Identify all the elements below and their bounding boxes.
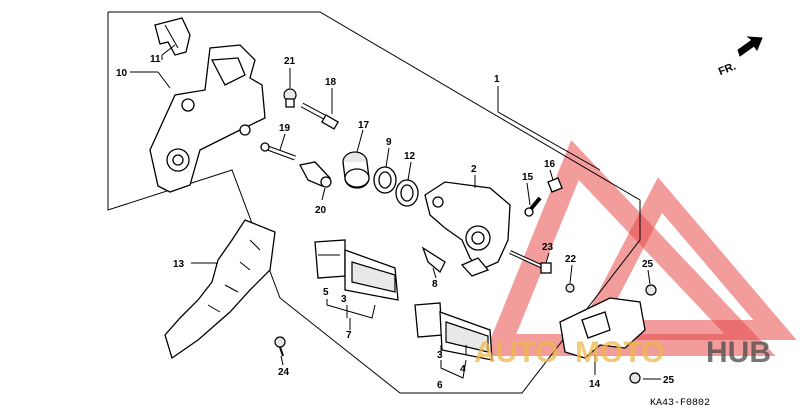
pad-set-7 (314, 239, 399, 301)
callout-15: 15 (522, 172, 534, 183)
callout-8: 8 (432, 279, 438, 290)
leader-lines (130, 44, 661, 380)
watermark-wordmark: AUTO MOTO HUB (474, 336, 771, 369)
callout-23: 23 (542, 242, 554, 253)
callout-24: 24 (278, 367, 290, 378)
pin-bolt-18 (300, 102, 339, 130)
callout-4: 4 (460, 364, 466, 375)
shim-8 (421, 246, 446, 274)
callout-17: 17 (358, 120, 370, 131)
pad-spring (154, 17, 191, 56)
plug-22 (565, 283, 575, 293)
diagram-code: KA43-F0802 (650, 398, 710, 409)
watermark-word-auto: AUTO (474, 336, 558, 369)
callout-18: 18 (325, 77, 337, 88)
callout-14: 14 (589, 379, 601, 390)
caliper-body (424, 181, 511, 277)
callout-25-lower: 25 (663, 375, 675, 386)
watermark-word-hub: HUB (706, 336, 771, 369)
callout-11: 11 (150, 54, 161, 65)
bleeder-15 (524, 196, 542, 217)
cap-16 (547, 177, 563, 193)
front-direction-label: FR. (717, 60, 738, 78)
callout-21: 21 (284, 56, 296, 67)
callout-19: 19 (279, 123, 291, 134)
watermark-word-moto: MOTO (575, 336, 664, 369)
callout-5: 5 (323, 287, 329, 298)
callout-9: 9 (386, 137, 392, 148)
caliper-bracket (149, 44, 266, 193)
callout-1: 1 (494, 74, 500, 85)
screw-24 (274, 336, 286, 357)
seal-12 (395, 179, 419, 207)
plate-14 (559, 297, 646, 359)
bolt-25-lower (629, 372, 641, 384)
callout-13: 13 (173, 259, 185, 270)
seal-9 (373, 166, 397, 194)
callout-labels: 1 2 3 3 4 5 6 7 8 9 10 11 12 13 14 15 16… (116, 54, 675, 391)
boot-20 (299, 161, 332, 188)
piston-17 (342, 151, 370, 189)
callout-2: 2 (471, 164, 477, 175)
callout-6: 6 (437, 380, 443, 391)
callout-16: 16 (544, 159, 556, 170)
callout-10: 10 (116, 68, 128, 79)
front-direction-indicator (737, 36, 763, 57)
callout-22: 22 (565, 254, 577, 265)
pad-set-6 (414, 302, 493, 361)
callout-3-upper: 3 (341, 294, 347, 305)
pad-guard-13 (164, 219, 276, 360)
bolt-25-upper (645, 284, 657, 296)
bolt-21 (283, 88, 297, 108)
callout-7: 7 (346, 330, 352, 341)
pin-bolt-19 (260, 142, 296, 161)
callout-25-upper: 25 (642, 259, 654, 270)
callout-20: 20 (315, 205, 327, 216)
callout-12: 12 (404, 151, 416, 162)
callout-3-lower: 3 (437, 350, 443, 361)
